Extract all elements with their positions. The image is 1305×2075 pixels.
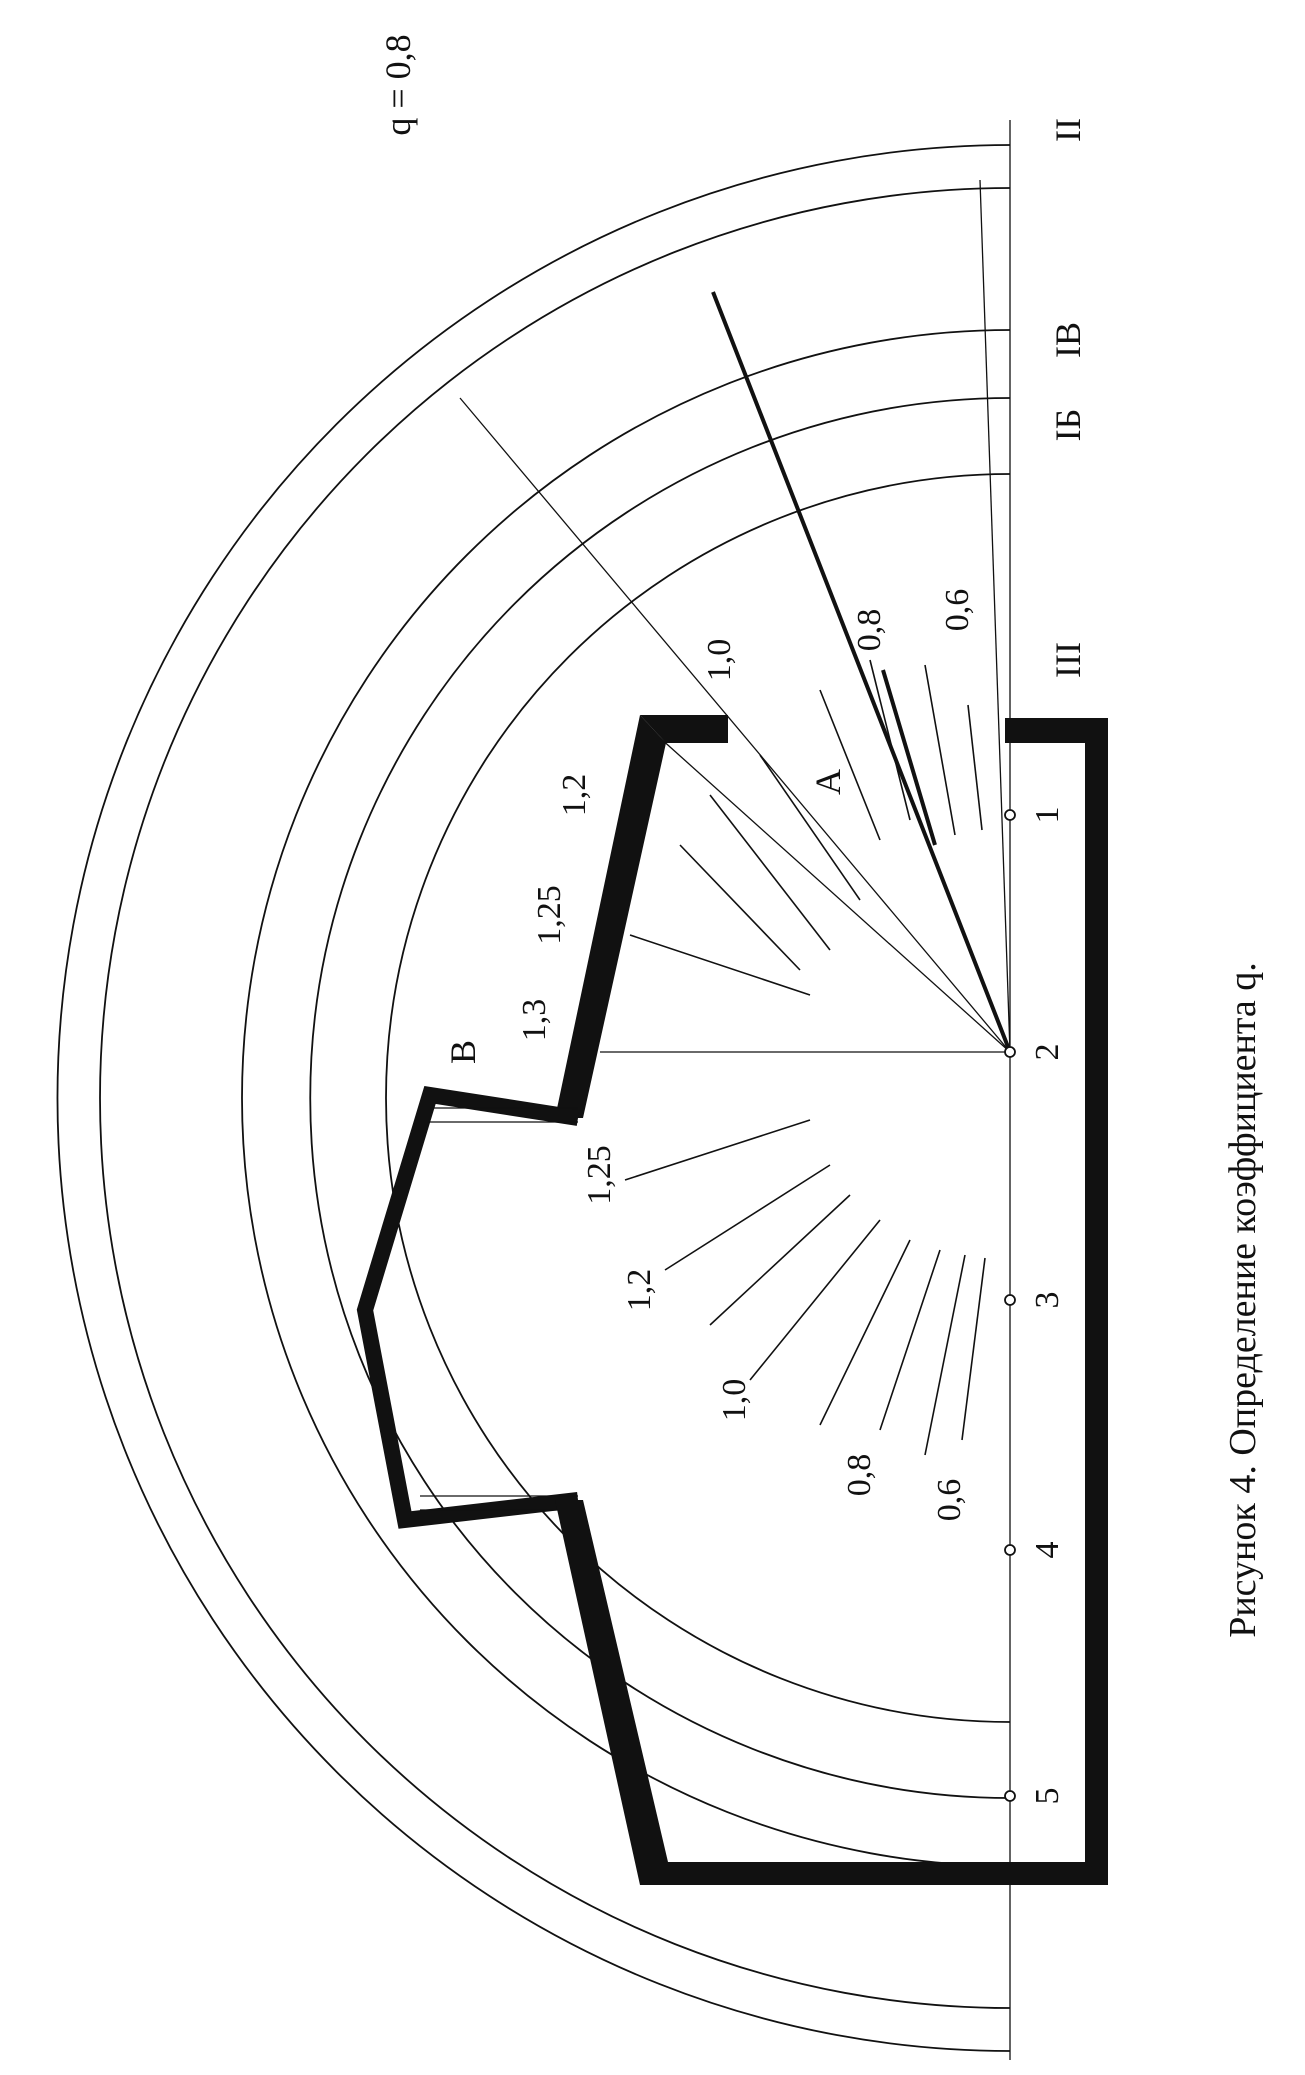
point-3 — [1004, 1294, 1016, 1306]
region-label-a: A — [808, 769, 848, 795]
ray-bold — [711, 291, 1012, 1053]
wall-upper-slant — [555, 715, 666, 1118]
zone-marker-line — [881, 669, 937, 846]
isoline — [819, 689, 881, 841]
figure-caption: Рисунок 4. Определение коэффициента q. — [1222, 962, 1264, 1638]
isolines-upper — [629, 659, 983, 996]
wall-right — [1005, 718, 1108, 1885]
zone-label-iii: III — [1048, 642, 1088, 678]
isolines-lower — [624, 1119, 986, 1456]
zone-arc-iii — [385, 473, 1011, 1723]
zone-arc-ib — [241, 329, 1011, 1867]
isoline — [629, 934, 811, 996]
q-label: q = 0,8 — [378, 34, 418, 135]
reference-line-mid — [639, 719, 1011, 1053]
zone-label-ib: IB — [1048, 322, 1088, 358]
isoline — [679, 844, 801, 971]
isoline — [709, 794, 831, 951]
isoline — [749, 1219, 881, 1381]
point-label-2: 2 — [1029, 1044, 1066, 1061]
coef-lower-1-25: 1,25 — [581, 1145, 618, 1205]
point-label-4: 4 — [1029, 1542, 1066, 1559]
reference-lines — [459, 179, 1012, 1053]
isoline — [709, 1194, 851, 1326]
point-label-5: 5 — [1029, 1788, 1066, 1805]
zone-arc-ii — [56, 144, 1011, 2052]
point-label-3: 3 — [1029, 1292, 1066, 1309]
isoline — [967, 704, 983, 831]
isoline — [869, 659, 911, 821]
reference-line-steep — [979, 179, 1011, 1053]
wall-bottom — [640, 1862, 1005, 1885]
zone-label-ii: II — [1048, 118, 1088, 142]
coef-upper-1-2: 1,2 — [556, 774, 593, 817]
coef-upper-1-0: 1,0 — [701, 639, 738, 682]
reference-line-long — [459, 397, 1011, 1053]
zone-arc-ib2 — [309, 397, 1011, 1799]
wall-top-a — [640, 715, 728, 743]
zone-label-ib-cyr: IБ — [1048, 409, 1088, 442]
point-1 — [1004, 809, 1016, 821]
isoline — [961, 1257, 986, 1441]
isoline — [879, 1249, 941, 1431]
baseline-points — [1004, 809, 1016, 1802]
point-label-1: 1 — [1029, 807, 1066, 824]
point-4 — [1004, 1544, 1016, 1556]
coef-lower-0-6: 0,6 — [931, 1479, 968, 1522]
coef-upper-0-8: 0,8 — [851, 609, 888, 652]
isoline — [759, 754, 861, 901]
bay-outline — [356, 1086, 580, 1529]
coef-lower-1-0: 1,0 — [716, 1379, 753, 1422]
labels: q = 0,8 II IB IБ III 1 2 3 4 5 A B 1,0 0… — [378, 34, 1264, 1804]
isoline — [819, 1239, 911, 1426]
coef-upper-0-6: 0,6 — [939, 589, 976, 632]
isoline — [664, 1164, 831, 1271]
coef-upper-1-25: 1,25 — [531, 885, 568, 945]
zone-arcs — [56, 144, 1011, 2052]
coef-lower-1-2: 1,2 — [621, 1269, 658, 1312]
point-5 — [1004, 1790, 1016, 1802]
wall-lower-slant — [555, 1500, 668, 1885]
building-plan — [356, 715, 1108, 1885]
region-label-b: B — [443, 1040, 483, 1064]
zone-arc-ii-inner — [99, 187, 1011, 2009]
point-2 — [1004, 1046, 1016, 1058]
coef-upper-1-3: 1,3 — [516, 999, 553, 1042]
isoline — [924, 664, 956, 836]
isoline — [624, 1119, 811, 1181]
isoline — [924, 1254, 966, 1456]
coef-lower-0-8: 0,8 — [841, 1454, 878, 1497]
